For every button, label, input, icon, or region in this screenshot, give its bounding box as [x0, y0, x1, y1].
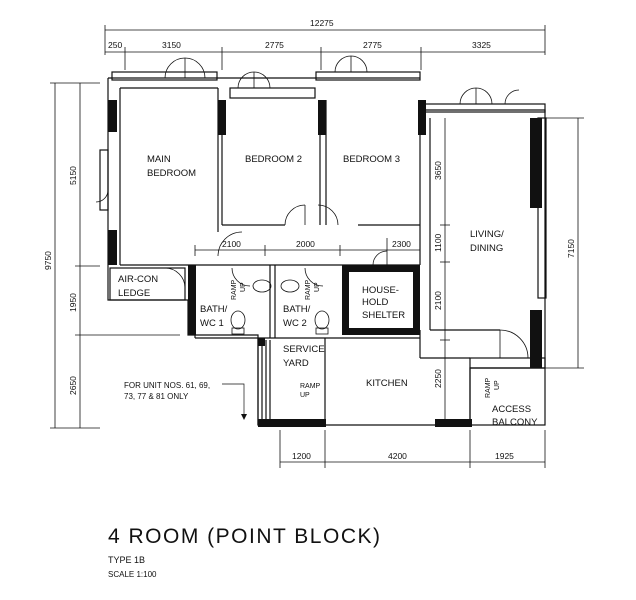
room-aircon-line2: LEDGE [118, 288, 150, 299]
unit-note-line1: FOR UNIT NOS. 61, 69, [124, 381, 210, 390]
door-swings [95, 55, 529, 359]
dimension-lines [50, 25, 584, 468]
dim-left-1: 5150 [68, 166, 78, 185]
room-bath2-line2: WC 2 [283, 318, 307, 329]
dim-right-total: 7150 [566, 239, 576, 258]
dim-top-5: 3325 [472, 40, 491, 50]
room-bath1-line2: WC 1 [200, 318, 224, 329]
ramp-bath2-line2: UP [314, 282, 321, 292]
room-living-line1: LIVING/ [470, 229, 504, 240]
room-main-bedroom-line2: BEDROOM [147, 168, 196, 179]
unit-note-line2: 73, 77 & 81 ONLY [124, 392, 189, 401]
room-bedroom-3: BEDROOM 3 [343, 154, 400, 165]
room-shelter-line1: HOUSE- [362, 285, 399, 296]
room-main-bedroom-line1: MAIN [147, 154, 171, 165]
ramp-service-line1: RAMP [300, 383, 321, 390]
dim-inner-1: 2100 [222, 239, 241, 249]
dim-left-total: 9750 [43, 251, 53, 270]
room-access-line2: BALCONY [492, 417, 538, 428]
floor-plan: 12275 250 3150 2775 2775 3325 9750 5150 … [43, 18, 584, 468]
dim-inner-3: 2300 [392, 239, 411, 249]
ramp-balcony-line1: RAMP [485, 377, 492, 398]
room-living-line2: DINING [470, 243, 503, 254]
dim-right-1: 3650 [433, 161, 443, 180]
dim-bottom-1: 1200 [292, 451, 311, 461]
note-arrowhead [241, 414, 247, 420]
dim-overall: 12275 [310, 18, 334, 28]
dim-top-2: 3150 [162, 40, 181, 50]
ramp-bath2-line1: RAMP [305, 279, 312, 300]
walls-solid [108, 100, 542, 427]
dim-top-3: 2775 [265, 40, 284, 50]
dim-right-3: 2100 [433, 291, 443, 310]
ramp-service-line2: UP [300, 392, 310, 399]
fixtures [230, 279, 330, 335]
room-shelter-line3: SHELTER [362, 310, 405, 321]
room-bath1-line1: BATH/ [200, 304, 228, 315]
dim-right-2: 1100 [433, 233, 443, 252]
room-shelter-line2: HOLD [362, 297, 389, 308]
room-kitchen: KITCHEN [366, 378, 408, 389]
room-bath2-line1: BATH/ [283, 304, 311, 315]
plan-scale: SCALE 1:100 [108, 570, 157, 579]
dim-top-4: 2775 [363, 40, 382, 50]
room-access-line1: ACCESS [492, 404, 531, 415]
room-service-line1: SERVICE [283, 344, 325, 355]
room-bedroom-2: BEDROOM 2 [245, 154, 302, 165]
dim-inner-2: 2000 [296, 239, 315, 249]
note-leader-arrow [222, 383, 245, 418]
ramp-bath1-line1: RAMP [231, 279, 238, 300]
dim-left-3: 2650 [68, 376, 78, 395]
dim-left-2: 1950 [68, 293, 78, 312]
plan-title: 4 ROOM (POINT BLOCK) [108, 525, 382, 548]
plan-type: TYPE 1B [108, 555, 146, 565]
dim-bottom-3: 1925 [495, 451, 514, 461]
dim-bottom-2: 4200 [388, 451, 407, 461]
dim-top-1: 250 [108, 40, 122, 50]
ramp-bath1-line2: UP [240, 282, 247, 292]
room-service-line2: YARD [283, 358, 309, 369]
ramp-balcony-line2: UP [494, 380, 501, 390]
room-aircon-line1: AIR-CON [118, 274, 158, 285]
dim-right-4: 2250 [433, 369, 443, 388]
